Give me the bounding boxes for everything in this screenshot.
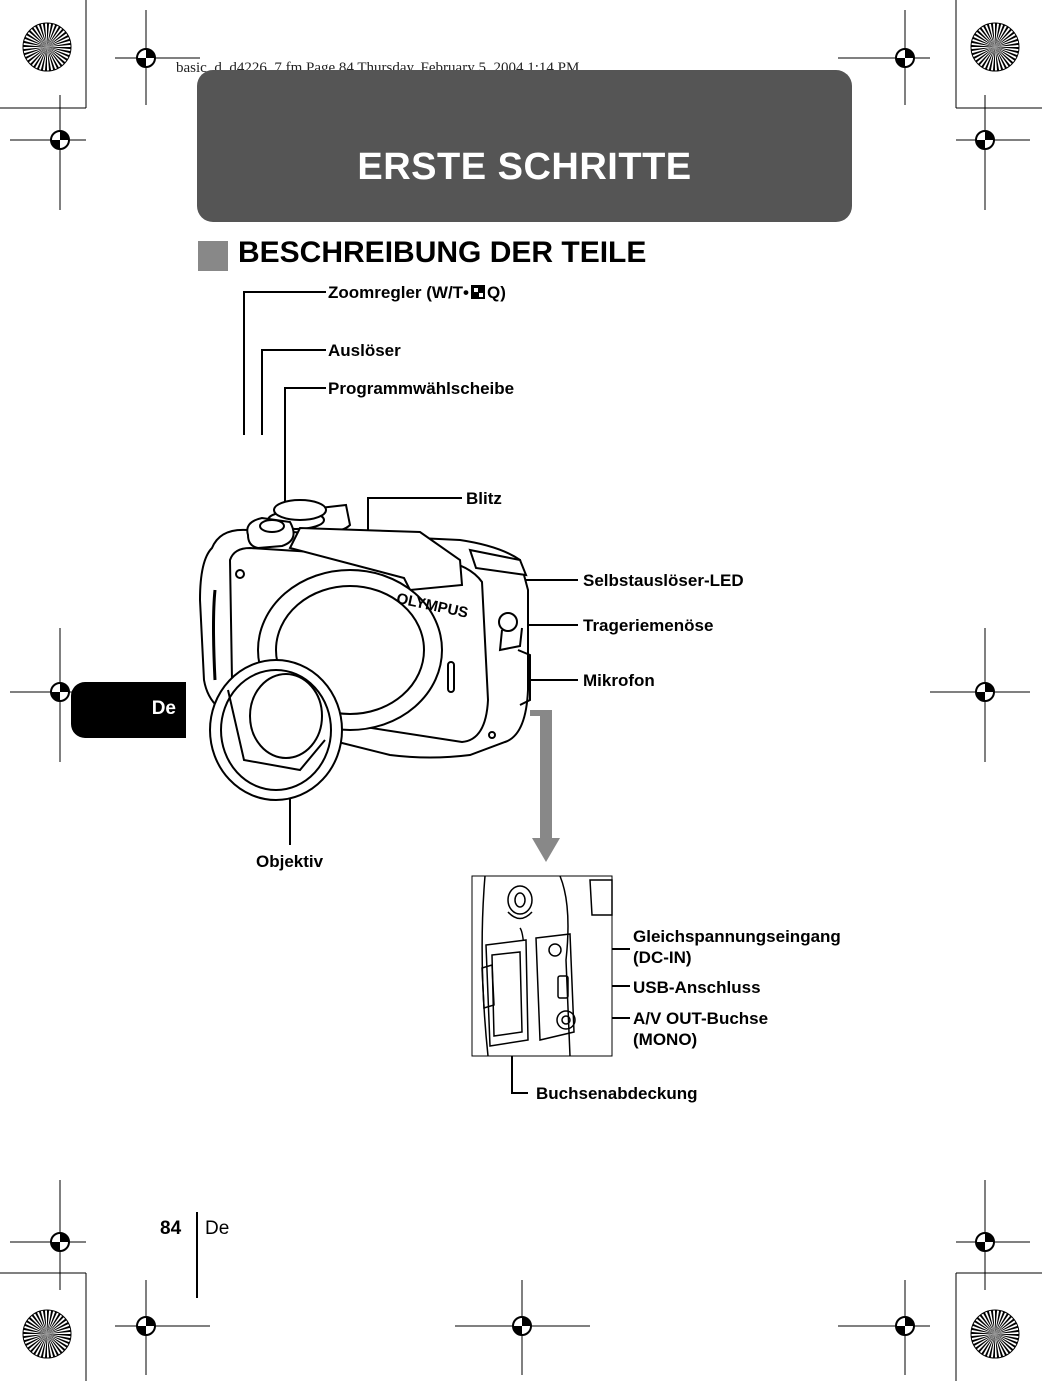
starburst-icon	[22, 22, 1020, 1359]
connector-inset-illustration	[471, 875, 613, 1057]
callout-av-out-line2: (MONO)	[633, 1030, 698, 1049]
callout-usb: USB-Anschluss	[633, 978, 761, 997]
callout-shutter: Auslöser	[328, 341, 401, 360]
footer-divider	[196, 1212, 198, 1298]
camera-illustration	[198, 499, 531, 801]
page-number: 84	[160, 1218, 182, 1239]
callout-microphone: Mikrofon	[583, 671, 655, 690]
language-side-tab: De	[71, 682, 186, 738]
side-tab-label: De	[151, 698, 176, 719]
chapter-title: ERSTE SCHRITTE	[357, 146, 692, 188]
callout-connector-cover: Buchsenabdeckung	[536, 1084, 698, 1103]
callout-strap-eyelet: Trageriemenöse	[583, 616, 714, 635]
callout-av-out-line1: A/V OUT-Buchse	[633, 1009, 769, 1028]
section-square-icon	[198, 241, 228, 271]
callout-zoom-prefix: Zoomregler (W/T•	[328, 283, 470, 302]
chapter-banner: ERSTE SCHRITTE	[197, 70, 852, 222]
callout-mode-dial: Programmwählscheibe	[328, 379, 515, 398]
callout-dc-in-line1: Gleichspannungseingang	[633, 927, 841, 946]
callout-zoom: Zoomregler (W/T• Q)	[328, 282, 506, 303]
section-title: BESCHREIBUNG DER TEILE	[238, 236, 647, 269]
index-display-icon	[471, 285, 486, 299]
direction-arrow-icon	[530, 710, 560, 862]
callout-zoom-suffix: Q)	[487, 283, 506, 302]
page-language: De	[205, 1218, 230, 1239]
callout-lens: Objektiv	[256, 852, 324, 871]
callout-flash: Blitz	[466, 489, 502, 508]
callout-dc-in-line2: (DC-IN)	[633, 948, 692, 967]
registration-mark-icon	[50, 48, 995, 1336]
callout-self-timer: Selbstauslöser-LED	[583, 571, 744, 590]
